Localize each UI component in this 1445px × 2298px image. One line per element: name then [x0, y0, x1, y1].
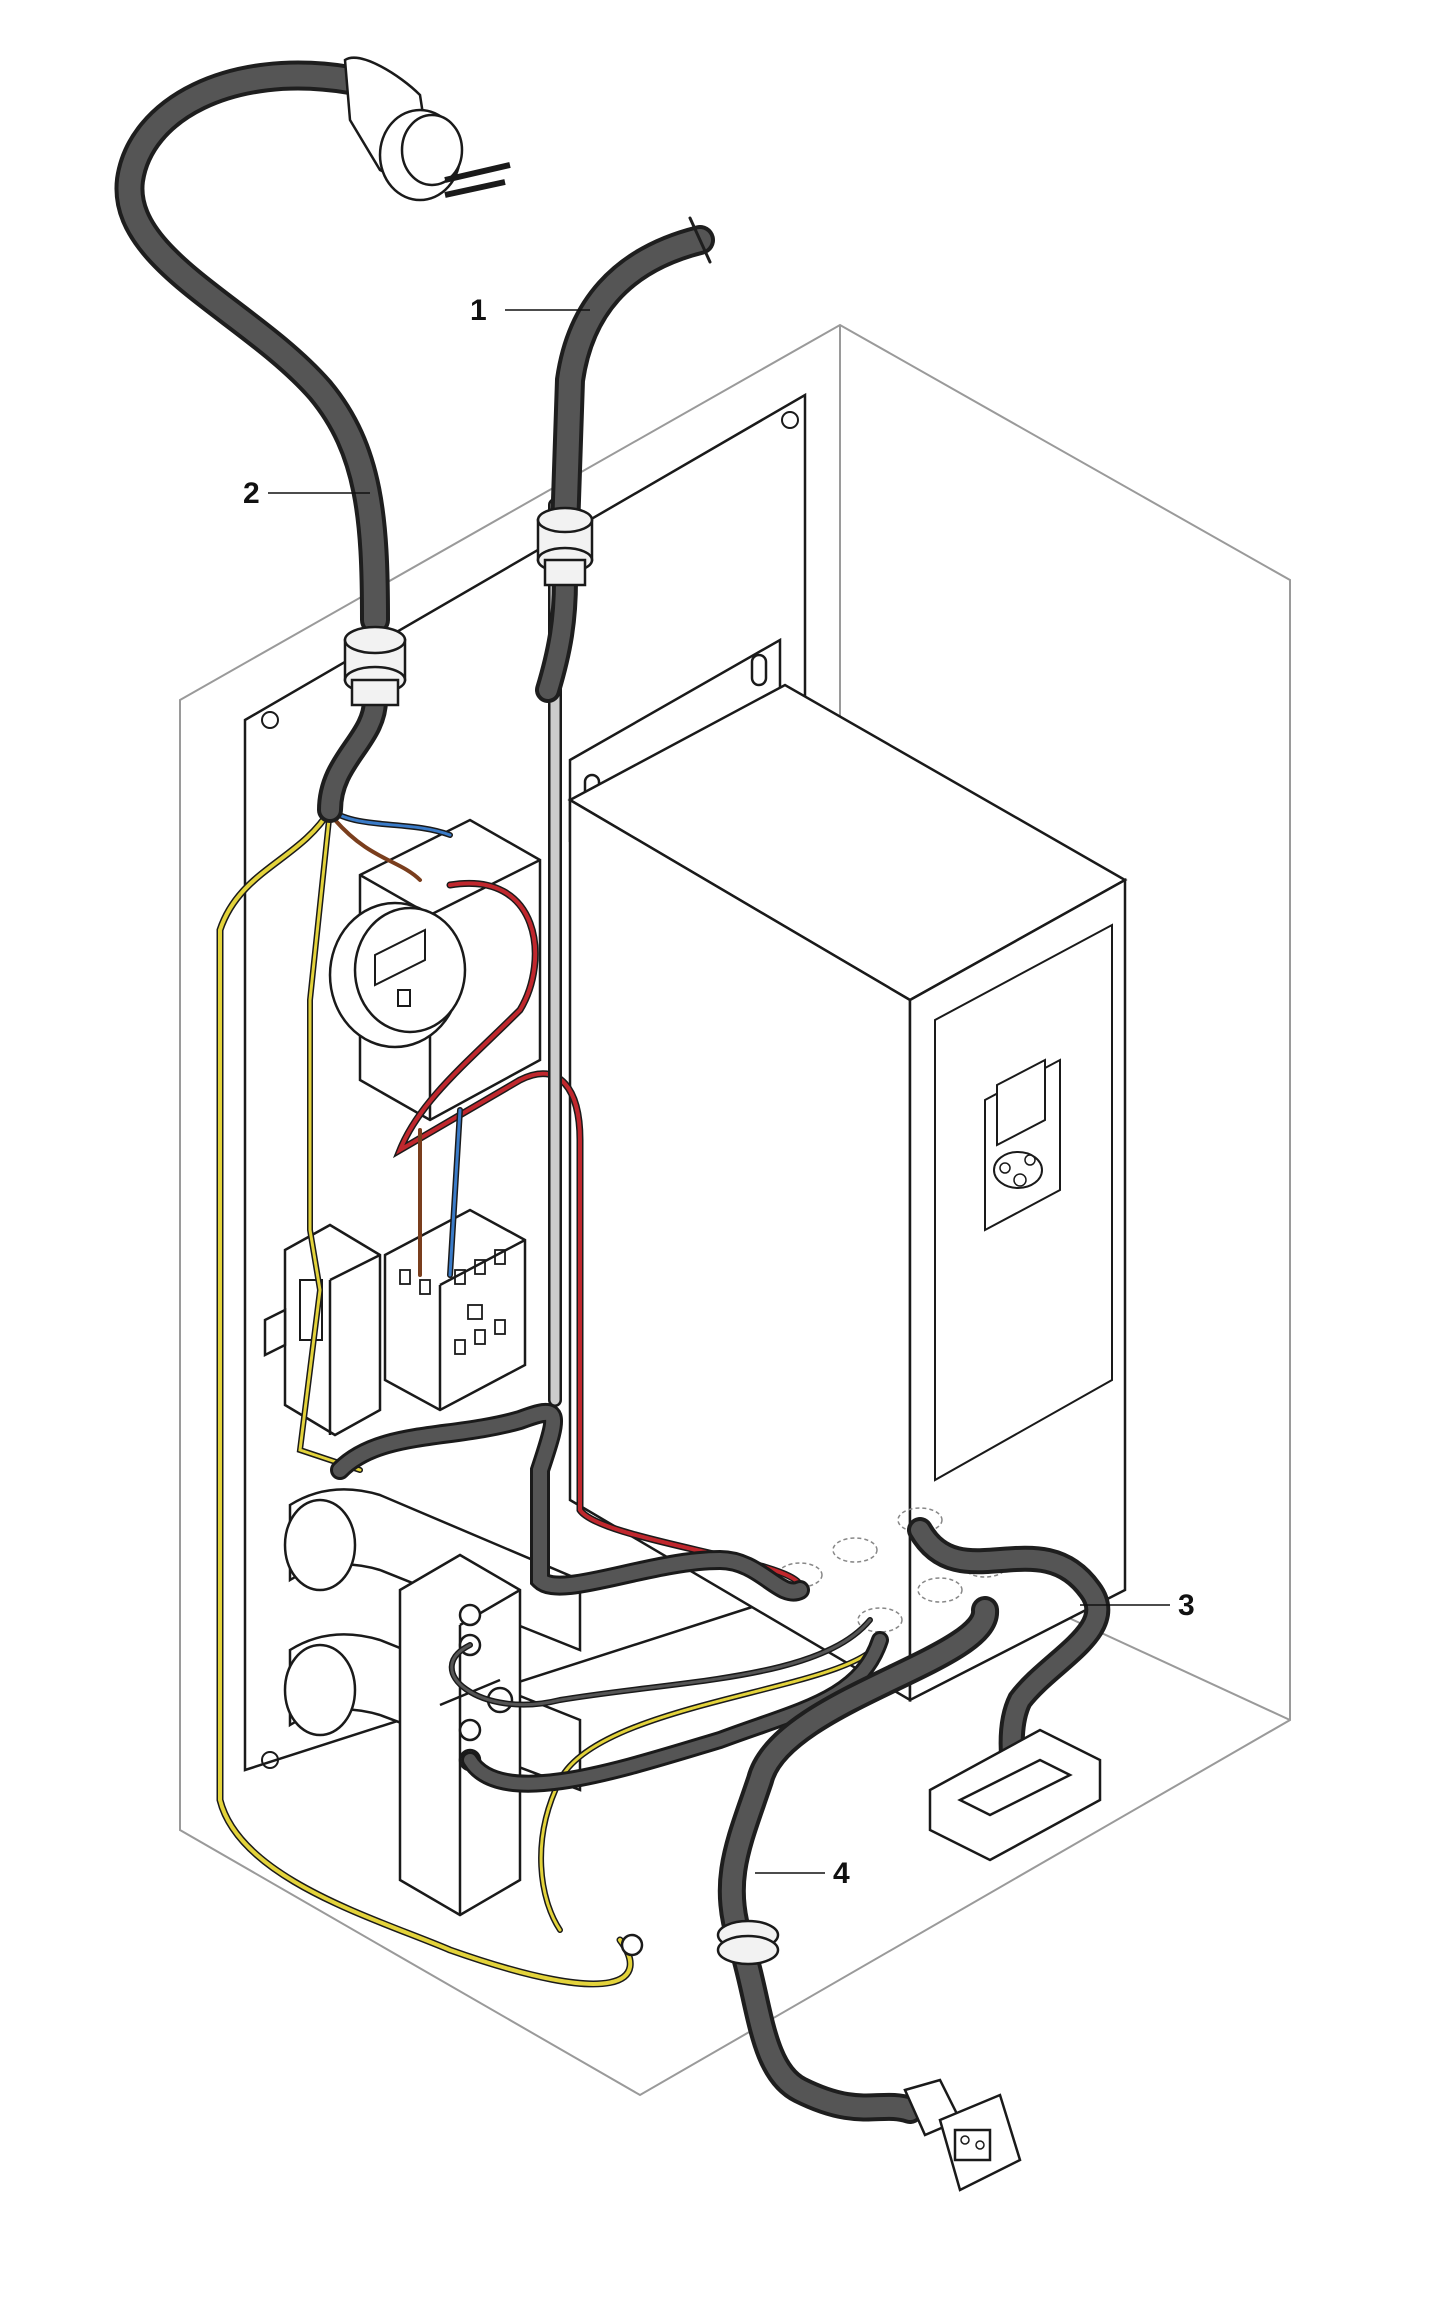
earth-ring-terminal: [620, 1933, 644, 1957]
callout-label-1: 1: [470, 294, 487, 327]
motor-connector-icon: [903, 2078, 1022, 2192]
cable-gland-4: [716, 1919, 780, 1966]
cable-1: [535, 216, 715, 703]
callouts: [268, 309, 1170, 1874]
cable-gland-2: [343, 625, 407, 707]
cable-4: [717, 1596, 999, 2124]
wall-socket-icon: [928, 1728, 1102, 1862]
callout-label-3: 3: [1178, 1589, 1195, 1622]
mains-plug-icon: [343, 56, 511, 202]
drive-unit: [567, 637, 1128, 1703]
callout-label-2: 2: [243, 477, 260, 510]
capacitors: [283, 1488, 582, 1917]
cable-gland-1: [536, 506, 594, 587]
keypad-display-icon: [984, 1058, 1061, 1232]
hour-meter: [328, 818, 542, 1122]
cable-2: [114, 60, 390, 823]
callout-label-4: 4: [833, 1857, 850, 1890]
